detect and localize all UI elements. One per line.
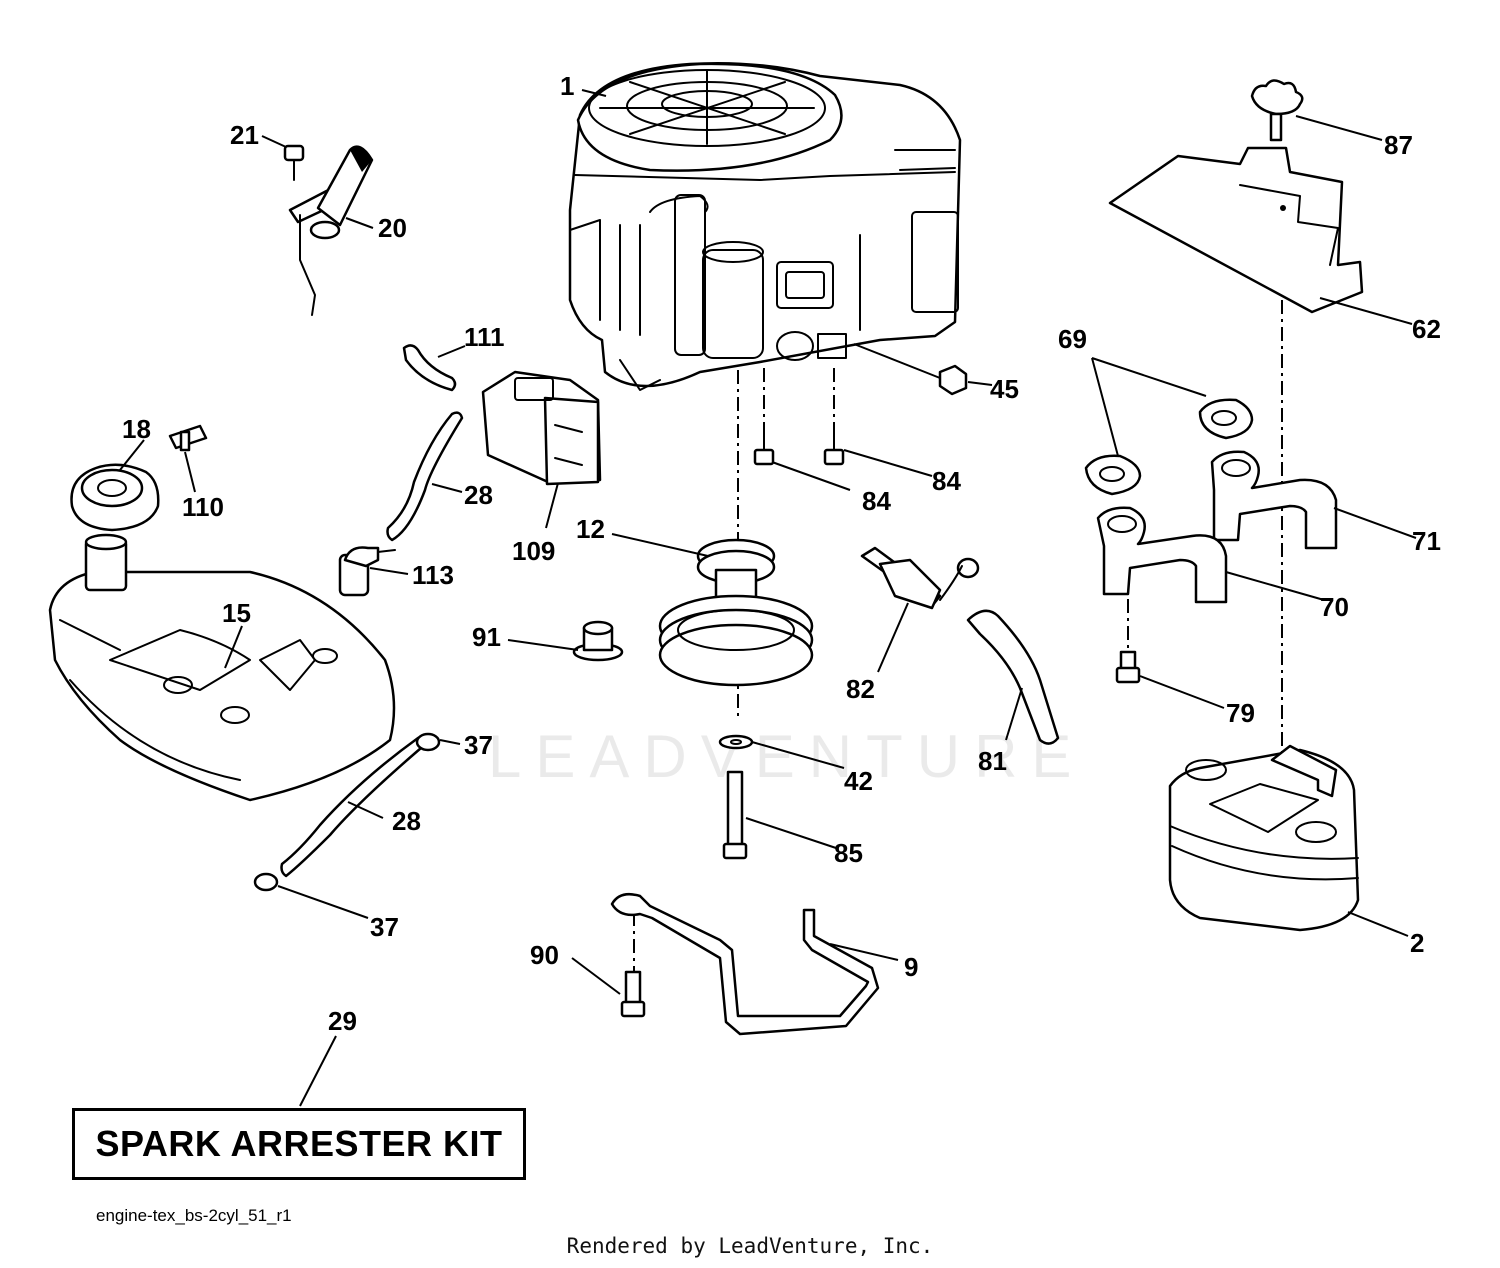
callout-91: 91 bbox=[472, 622, 501, 652]
spark-arrester-kit-box[interactable]: SPARK ARRESTER KIT bbox=[72, 1108, 526, 1180]
callout-113: 113 bbox=[412, 560, 454, 590]
callout-37b: 37 bbox=[370, 912, 399, 942]
callout-84b: 84 bbox=[862, 486, 891, 516]
leader-lines bbox=[119, 89, 1417, 1107]
part-37-clamp-lower[interactable] bbox=[253, 872, 279, 892]
callout-90: 90 bbox=[530, 940, 559, 970]
part-90-bolt[interactable] bbox=[620, 970, 646, 1018]
callout-29: 29 bbox=[328, 1006, 357, 1036]
part-12-pulley[interactable] bbox=[658, 538, 814, 687]
part-79-bolt[interactable] bbox=[1115, 650, 1141, 684]
callout-62: 62 bbox=[1412, 314, 1441, 344]
callout-42: 42 bbox=[844, 766, 873, 796]
part-21-screw[interactable] bbox=[283, 144, 305, 181]
part-18-fuel-cap[interactable] bbox=[70, 463, 160, 532]
callout-85: 85 bbox=[834, 838, 863, 868]
callout-numbers: 1 21 87 20 62 111 69 45 18 84 28 84 110 … bbox=[122, 71, 1441, 1036]
callout-45: 45 bbox=[990, 374, 1019, 404]
part-91-bushing[interactable] bbox=[572, 620, 624, 662]
callout-28a: 28 bbox=[464, 480, 493, 510]
callout-15: 15 bbox=[222, 598, 251, 628]
part-42-washer[interactable] bbox=[718, 734, 754, 750]
part-113-shutoff[interactable] bbox=[338, 546, 396, 597]
callout-71: 71 bbox=[1412, 526, 1441, 556]
drawing-code: engine-tex_bs-2cyl_51_r1 bbox=[96, 1206, 292, 1225]
callout-12: 12 bbox=[576, 514, 605, 544]
part-45-nut[interactable] bbox=[938, 364, 968, 396]
callout-1: 1 bbox=[560, 71, 574, 101]
part-81-hose[interactable] bbox=[966, 609, 1060, 745]
callout-79: 79 bbox=[1226, 698, 1255, 728]
callout-81: 81 bbox=[978, 746, 1007, 776]
part-110-vent[interactable] bbox=[168, 424, 208, 452]
part-84-bolt-right[interactable] bbox=[823, 423, 845, 466]
part-62-heat-shield[interactable] bbox=[1108, 146, 1364, 314]
spark-arrester-kit-label: SPARK ARRESTER KIT bbox=[95, 1123, 503, 1164]
part-71-exhaust-pipe[interactable] bbox=[1210, 450, 1338, 550]
part-37-clamp-upper[interactable] bbox=[415, 732, 441, 752]
callout-9: 9 bbox=[904, 952, 918, 982]
callout-87: 87 bbox=[1384, 130, 1413, 160]
callout-18: 18 bbox=[122, 414, 151, 444]
part-20-throttle-control[interactable] bbox=[288, 145, 374, 316]
part-84-bolt-left[interactable] bbox=[753, 423, 775, 466]
callout-111: 111 bbox=[464, 322, 505, 352]
callout-2: 2 bbox=[1410, 928, 1424, 958]
part-87-knob[interactable] bbox=[1250, 79, 1304, 142]
callout-28b: 28 bbox=[392, 806, 421, 836]
callout-20: 20 bbox=[378, 213, 407, 243]
watermark: LEADVENTURE bbox=[488, 723, 1086, 790]
rendered-by-footer: Rendered by LeadVenture, Inc. bbox=[566, 1234, 934, 1258]
callout-109: 109 bbox=[512, 536, 555, 566]
part-82-fuel-pump[interactable] bbox=[860, 546, 980, 610]
part-15-fuel-tank[interactable] bbox=[48, 533, 396, 802]
part-69-gasket-upper[interactable] bbox=[1198, 398, 1254, 440]
part-69-gasket-lower[interactable] bbox=[1084, 454, 1142, 496]
part-2-muffler[interactable] bbox=[1168, 744, 1360, 932]
part-1-engine[interactable] bbox=[568, 61, 962, 391]
callout-82: 82 bbox=[846, 674, 875, 704]
callout-37a: 37 bbox=[464, 730, 493, 760]
callout-21: 21 bbox=[230, 120, 259, 150]
part-28-hose-upper[interactable] bbox=[386, 411, 464, 542]
part-9-rod[interactable] bbox=[610, 893, 880, 1036]
callout-70: 70 bbox=[1320, 592, 1349, 622]
part-85-bolt[interactable] bbox=[722, 770, 748, 860]
callout-84a: 84 bbox=[932, 466, 961, 496]
callout-69: 69 bbox=[1058, 324, 1087, 354]
callout-110: 110 bbox=[182, 492, 224, 522]
part-111-hose[interactable] bbox=[402, 344, 457, 392]
part-70-exhaust-pipe[interactable] bbox=[1096, 506, 1228, 604]
part-109-box[interactable] bbox=[481, 370, 602, 486]
